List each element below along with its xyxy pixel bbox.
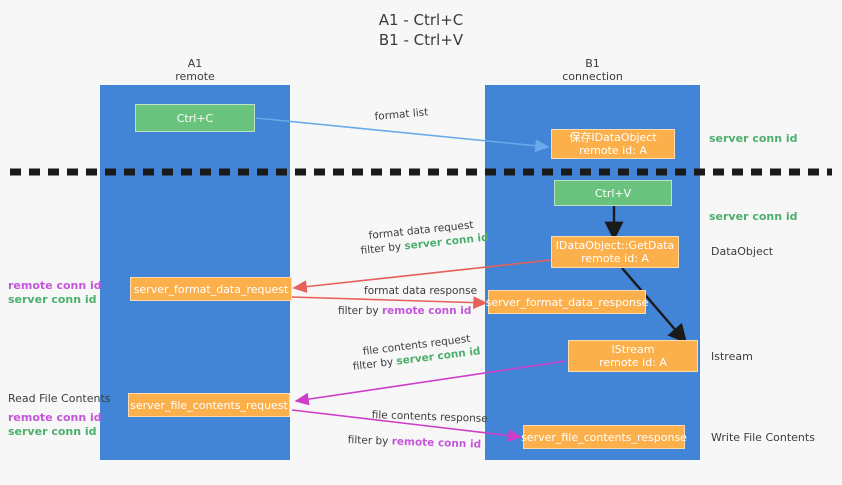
label-server-conn-id-top: server conn id [709,132,798,145]
filter-value-remote-conn-id: remote conn id [381,305,472,317]
label-dataobject: DataObject [711,245,774,258]
swimlane-a1-title: A1 [187,57,203,70]
box-save-idataobject[interactable]: 保存IDataObject remote id: A [551,129,675,159]
swimlane-b1-subtitle: connection [562,70,623,83]
annotation-format-list: format list [374,106,429,123]
box-ctrl-v[interactable]: Ctrl+V [554,180,672,206]
annotation-file-contents-response-filter: filter by remote conn id [347,433,482,453]
filter-prefix: filter by [360,240,406,257]
annotation-format-data-response-filter: filter by remote conn id [338,304,471,319]
label-read-file-contents: Read File Contents [8,392,111,405]
label-server-conn-id-mid: server conn id [709,210,798,223]
label-conn-id-pair-bottom: remote conn id server conn id [8,411,102,439]
label-conn-id-pair-top: remote conn id server conn id [8,279,102,307]
box-server-format-data-request[interactable]: server_format_data_request [130,277,292,301]
label-write-file-contents: Write File Contents [711,431,815,444]
annotation-file-contents-response: file contents response [371,408,488,426]
label-remote-conn-id: remote conn id [8,411,102,424]
label-server-conn-id: server conn id [8,425,97,438]
box-istream[interactable]: IStream remote id: A [568,340,698,372]
filter-value-remote-conn-id: remote conn id [391,435,482,451]
swimlane-b1-title: B1 [585,57,600,70]
box-server-file-contents-request[interactable]: server_file_contents_request [128,393,290,417]
filter-prefix: filter by [347,433,392,448]
box-server-format-data-response[interactable]: server_format_data_response [486,290,648,314]
box-getdata[interactable]: IDataObject::GetData remote id: A [551,236,679,268]
box-server-file-contents-response[interactable]: server_file_contents_response [521,425,687,449]
label-remote-conn-id: remote conn id [8,279,102,292]
filter-prefix: filter by [338,305,382,317]
swimlane-a1-subtitle: remote [175,70,215,83]
label-server-conn-id: server conn id [8,293,97,306]
page-title: A1 - Ctrl+C B1 - Ctrl+V [378,11,464,49]
box-ctrl-c[interactable]: Ctrl+C [135,104,255,132]
label-istream: Istream [711,350,753,363]
annotation-format-data-response: format data response [364,285,478,297]
filter-prefix: filter by [352,355,398,373]
